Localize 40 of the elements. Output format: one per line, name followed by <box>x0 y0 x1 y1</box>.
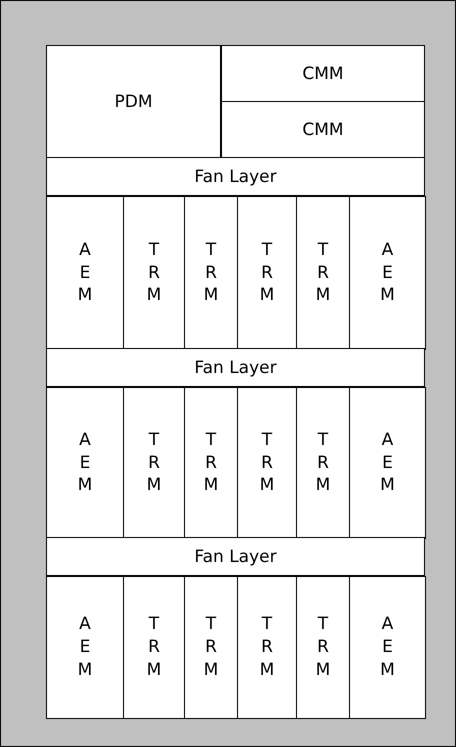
module-label: AEM <box>76 428 94 498</box>
module-slot <box>46 196 124 350</box>
module-label: TRM <box>314 238 332 308</box>
module-label: AEM <box>379 238 396 308</box>
module-label: AEM <box>379 613 396 682</box>
module-label: TRM <box>202 613 220 682</box>
module-label: TRM <box>202 238 220 308</box>
module-label: PDM <box>114 92 152 112</box>
module-slot <box>123 576 185 719</box>
module-label: CMM <box>302 120 344 140</box>
module-label: CMM <box>302 64 344 84</box>
module-slot <box>46 387 124 539</box>
module-box <box>46 157 425 196</box>
module-label: TRM <box>258 613 276 682</box>
module-label: TRM <box>258 238 276 308</box>
module-label: Fan Layer <box>194 358 277 378</box>
module-slot <box>46 576 124 719</box>
module-box <box>46 348 425 387</box>
module-label: TRM <box>258 428 276 498</box>
module-label: TRM <box>314 613 332 682</box>
module-slot <box>349 196 426 350</box>
module-label: AEM <box>379 428 396 498</box>
module-label: TRM <box>202 428 220 498</box>
module-slot <box>349 576 426 719</box>
module-label: TRM <box>146 613 162 682</box>
module-label: Fan Layer <box>194 546 277 566</box>
module-box <box>221 45 425 102</box>
module-slot <box>184 576 238 719</box>
module-label: TRM <box>146 238 162 308</box>
module-slot <box>349 387 426 539</box>
module-box <box>221 101 425 158</box>
module-slot <box>237 576 297 719</box>
module-label: AEM <box>76 613 94 682</box>
module-label: TRM <box>146 428 162 498</box>
module-label: TRM <box>314 428 332 498</box>
module-box <box>46 537 425 576</box>
module-label: Fan Layer <box>194 166 277 186</box>
module-box <box>46 45 221 158</box>
module-slot <box>296 576 350 719</box>
module-label: AEM <box>76 238 94 308</box>
